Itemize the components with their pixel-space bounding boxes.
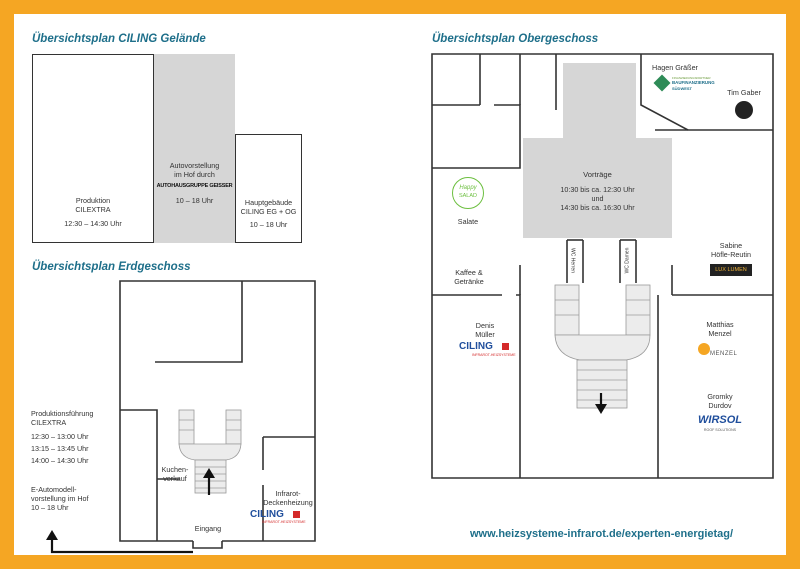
area-produktion: [32, 54, 154, 243]
wirsol-logo: WIRSOL: [698, 414, 742, 426]
sabine-sublabel: Höfle-Reutin: [711, 250, 751, 259]
title-gelaende: Übersichtsplan CILING Gelände: [32, 33, 206, 45]
ciling-logo-eg: CILING: [250, 509, 284, 520]
haupt-label: Hauptgebäude: [244, 198, 293, 207]
infrarot-label: Infrarot-: [275, 489, 301, 498]
gromky-sublabel: Durdov: [708, 401, 732, 410]
matthias-sublabel: Menzel: [708, 329, 732, 338]
gaber-label: Tim Gaber: [727, 88, 761, 97]
fuehrung-time-3: 14:00 – 14:30 Uhr: [31, 456, 89, 465]
happy-salad-text-2: SALAD: [458, 193, 478, 199]
auto-label: Autovorstellung: [169, 161, 220, 170]
fuehrung-label: Produktionsführung: [31, 409, 94, 418]
vortraege-and: und: [591, 194, 604, 203]
fuehrung-sublabel: CILEXTRA: [31, 418, 67, 427]
vortraege-time-1: 10:30 bis ca. 12:30 Uhr: [560, 185, 635, 194]
area-hof: [154, 54, 235, 243]
happy-salad-logo: [452, 177, 484, 209]
title-obergeschoss: Übersichtsplan Obergeschoss: [432, 33, 599, 45]
kuchen-sublabel: verkauf: [163, 474, 187, 483]
graesser-label: Hagen Gräßer: [652, 63, 698, 72]
auto-sublabel: im Hof durch: [174, 170, 215, 179]
gaber-logo: [735, 101, 753, 119]
og-stairs: [554, 284, 651, 409]
kaffee-label: Kaffee &: [455, 268, 483, 277]
og-vortraege-area-top: [563, 63, 636, 139]
emodell-label: E-Automodell-: [31, 485, 77, 494]
vortraege-time-2: 14:30 bis ca. 16:30 Uhr: [560, 203, 635, 212]
gromky-label: Gromky: [707, 392, 733, 401]
matthias-label: Matthias: [706, 320, 734, 329]
fuehrung-time-1: 12:30 – 13:00 Uhr: [31, 432, 89, 441]
emodell-time: 10 – 18 Uhr: [31, 503, 69, 512]
eg-walls: [119, 280, 316, 549]
sabine-label: Sabine: [719, 241, 743, 250]
suedwest-logo: SÜDWEST: [672, 86, 692, 91]
ciling-sub-eg: INFRAROT-HEIZSYSTEME: [262, 520, 306, 524]
baufinanz-top: FINANZIERUNGSPARTNER: [672, 76, 711, 80]
ciling-logo-og: CILING: [459, 341, 493, 352]
og-vortraege-area: [523, 138, 672, 238]
fuehrung-time-2: 13:15 – 13:45 Uhr: [31, 444, 89, 453]
salate-label: Salate: [457, 217, 479, 226]
area-hauptgebaeude: [235, 134, 302, 243]
wirsol-sub: ROOF SOLUTIONS: [703, 428, 737, 432]
wc-damen-label: WC Damen: [624, 247, 631, 274]
produktion-sublabel: CILEXTRA: [75, 205, 111, 214]
haupt-sublabel: CILING EG + OG: [240, 207, 297, 216]
haupt-time: 10 – 18 Uhr: [249, 220, 288, 229]
baufinanz-logo: BAUFINANZIERUNG: [672, 80, 715, 85]
menzel-logo-mark: [698, 343, 710, 355]
produktion-label: Produktion: [75, 196, 111, 205]
og-walls: [431, 53, 774, 479]
denis-label: Denis: [475, 321, 495, 330]
emodell-sublabel: vorstellung im Hof: [31, 494, 89, 503]
wc-herren-label: WC Herren: [569, 247, 576, 273]
kuchen-label: Kuchen-: [161, 465, 189, 474]
produktion-time: 12:30 – 14:30 Uhr: [64, 219, 122, 228]
website-link[interactable]: www.heizsysteme-infrarot.de/experten-ene…: [470, 528, 734, 540]
eingang-label: Eingang: [194, 524, 222, 533]
arrows: [46, 393, 607, 554]
denis-sublabel: Müller: [475, 330, 495, 339]
geisser-logo: AUTOHAUSGRUPPE GEISSER: [156, 183, 233, 189]
title-erdgeschoss: Übersichtsplan Erdgeschoss: [32, 261, 191, 273]
ciling-logo-mark-og: [502, 343, 509, 350]
auto-time: 10 – 18 Uhr: [175, 196, 214, 205]
vortraege-title: Vorträge: [583, 170, 612, 179]
happy-salad-text: Happy: [459, 185, 477, 191]
infrarot-sublabel: Deckenheizung: [263, 498, 313, 507]
eg-stairs: [178, 409, 242, 494]
luxlumen-logo: LUX LUMEN: [710, 264, 752, 276]
menzel-logo: MENZEL: [710, 351, 738, 357]
ciling-sub-og: INFRAROT-HEIZSYSTEME: [472, 353, 516, 357]
ciling-logo-mark-eg: [293, 511, 300, 518]
kaffee-sublabel: Getränke: [454, 277, 484, 286]
